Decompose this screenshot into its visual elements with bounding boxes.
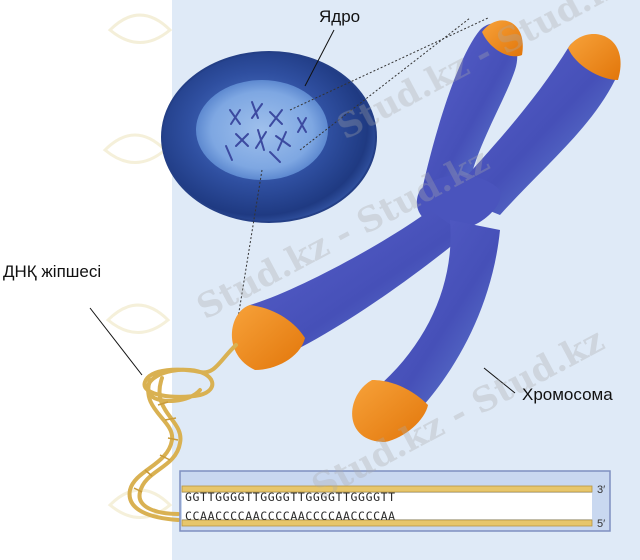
sequence-top-strand: GGTTGGGGTTGGGGTTGGGGTTGGGGTT	[185, 490, 396, 504]
dna-strand-label: ДНҚ жіпшесі	[3, 262, 102, 281]
chromosome-arm-upper-left	[420, 23, 518, 200]
telomeres	[231, 20, 621, 442]
strand-5-prime-label: 5′	[597, 518, 606, 530]
chromosome-arm-upper-right	[450, 37, 617, 215]
zoom-lines	[237, 17, 489, 319]
strand-3-prime-label: 3′	[597, 484, 606, 496]
dna-strand	[127, 343, 238, 522]
cell-nucleus	[196, 80, 328, 180]
nucleus-chromatin	[225, 101, 307, 163]
telomere-left	[231, 305, 305, 370]
nucleus-label: Ядро	[319, 7, 361, 26]
chromosome-label: Хромосома	[522, 385, 613, 404]
leader-lines	[89, 29, 516, 394]
telomere-top-right	[568, 34, 621, 80]
telomere-bottom	[352, 380, 428, 442]
sequence-bottom-strand: CCAACCCCAACCCCAACCCCAACCCCAA	[185, 509, 396, 523]
dna-rungs	[133, 401, 179, 493]
sequence-strip	[179, 470, 611, 532]
telomere-top-left	[482, 20, 523, 57]
watermark-logos	[102, 13, 173, 519]
